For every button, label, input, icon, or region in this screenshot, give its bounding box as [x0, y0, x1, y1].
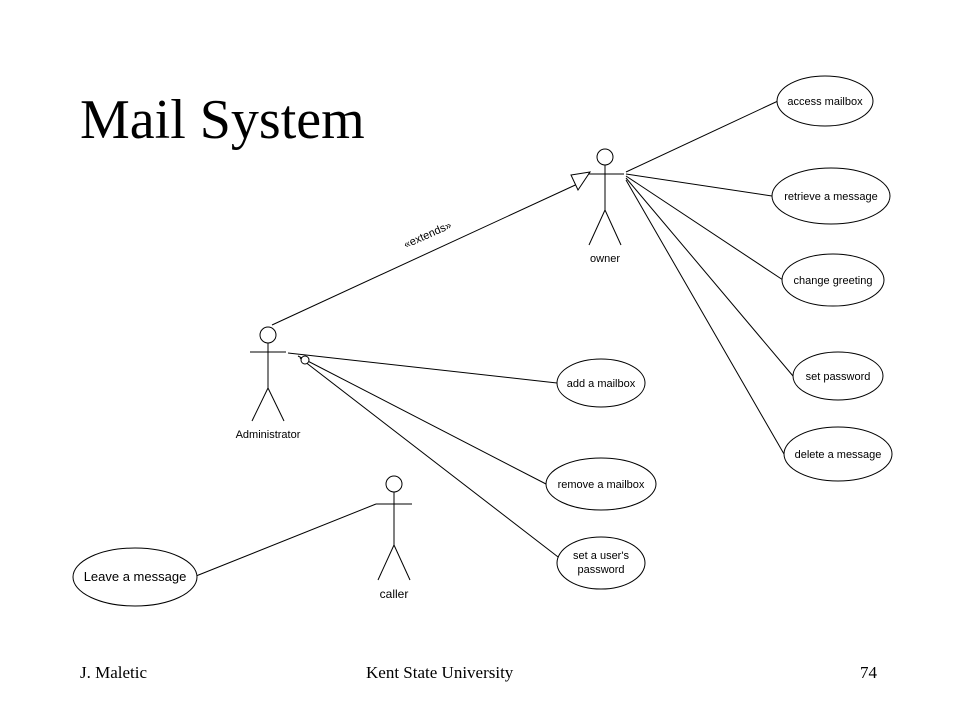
use-case-remove-mailbox-label: remove a mailbox [558, 479, 645, 491]
use-case-access-mailbox-label: access mailbox [787, 96, 863, 108]
assoc-admin-add-mailbox [287, 352, 558, 384]
use-case-retrieve-message [771, 167, 891, 225]
use-case-access-mailbox [776, 75, 874, 127]
use-case-delete-message [783, 426, 893, 482]
use-case-leave-message-label: Leave a message [84, 569, 187, 584]
use-case-change-greeting [781, 253, 885, 307]
use-case-add-mailbox [556, 358, 646, 408]
assoc-caller-leave-message [195, 503, 377, 577]
assoc-owner-delete-message [625, 179, 785, 455]
assoc-owner-access-mailbox [625, 100, 779, 173]
assoc-owner-set-password [625, 177, 794, 377]
actor-caller-label: caller [380, 587, 409, 601]
actor-caller [376, 475, 412, 581]
use-case-change-greeting-label: change greeting [794, 275, 873, 287]
use-case-add-mailbox-label: add a mailbox [567, 378, 636, 390]
assoc-admin-remove-mailbox [297, 355, 547, 485]
extends-arrowhead [570, 171, 592, 192]
actor-administrator [250, 326, 286, 422]
use-case-set-user-password-label-line1: set a user's [573, 550, 629, 562]
use-case-remove-mailbox [545, 457, 657, 511]
use-case-set-user-password [556, 536, 646, 590]
actor-owner-label: owner [590, 253, 620, 265]
assoc-owner-change-greeting [625, 175, 784, 281]
extends-line [271, 180, 585, 326]
actor-owner [588, 148, 624, 246]
use-case-set-password [792, 351, 884, 401]
actor-administrator-label: Administrator [236, 429, 301, 441]
extends-label: «extends» [402, 219, 453, 251]
slide-title: Mail System [80, 89, 365, 151]
assoc-admin-endpoint-marker [300, 355, 310, 365]
use-case-set-password-label: set password [806, 371, 871, 383]
footer-author: J. Maletic [80, 663, 148, 682]
use-case-set-user-password-label-line2: password [577, 564, 624, 576]
assoc-admin-set-user-password [299, 357, 563, 561]
footer-page-number: 74 [860, 663, 877, 682]
footer-institution: Kent State University [366, 663, 514, 682]
use-case-retrieve-message-label: retrieve a message [784, 191, 878, 203]
use-case-leave-message [72, 547, 198, 607]
assoc-owner-retrieve-message [625, 173, 773, 197]
use-case-delete-message-label: delete a message [795, 449, 882, 461]
